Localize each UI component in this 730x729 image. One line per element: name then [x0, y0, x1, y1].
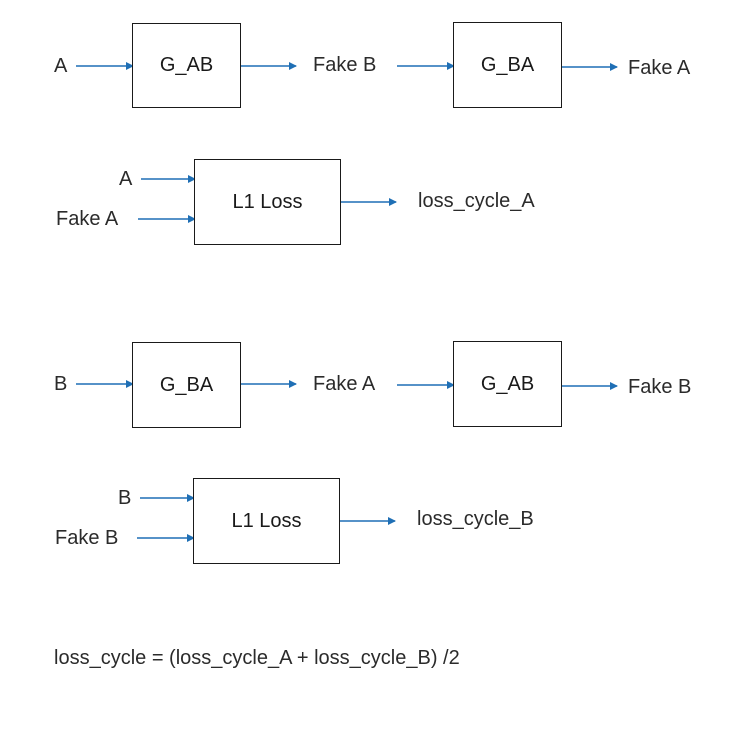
cycle-a-generator2-label: G_BA — [480, 53, 535, 76]
cycle-a-input-label: A — [54, 55, 68, 77]
cycle-b-loss-input1-label: B — [118, 487, 132, 509]
cycle-a-l1-loss-label: L1 Loss — [232, 190, 303, 213]
total-loss-formula: loss_cycle = (loss_cycle_A + loss_cycle_… — [54, 647, 460, 669]
cycle-b-generator1-label: G_BA — [159, 373, 214, 396]
cycle-b-input-label: B — [54, 373, 68, 395]
cycle-a-loss-input2-label: Fake A — [56, 208, 119, 230]
cycle-b-output-label: Fake B — [628, 376, 692, 398]
cycle-a-intermediate-label: Fake B — [313, 54, 377, 76]
cycle-b-generator1-box: G_BA — [132, 342, 241, 428]
cycle-a-l1-loss-box: L1 Loss — [194, 159, 341, 245]
cycle-a-output-label: Fake A — [628, 57, 691, 79]
cycle-b-generator2-box: G_AB — [453, 341, 562, 427]
cycle-a-generator2-box: G_BA — [453, 22, 562, 108]
cycle-b-l1-loss-box: L1 Loss — [193, 478, 340, 564]
cycle-b-l1-loss-label: L1 Loss — [231, 509, 302, 532]
cycle-a-loss-input1-label: A — [119, 168, 133, 190]
cycle-a-generator1-label: G_AB — [159, 54, 214, 76]
cycle-a-generator1-box: G_AB — [132, 23, 241, 108]
cycle-b-loss-input2-label: Fake B — [55, 527, 119, 549]
cycle-a-loss-output-label: loss_cycle_A — [418, 190, 535, 212]
cycle-b-generator2-label: G_AB — [480, 372, 535, 395]
cycle-b-intermediate-label: Fake A — [313, 373, 376, 395]
cycle-b-loss-output-label: loss_cycle_B — [417, 508, 534, 530]
